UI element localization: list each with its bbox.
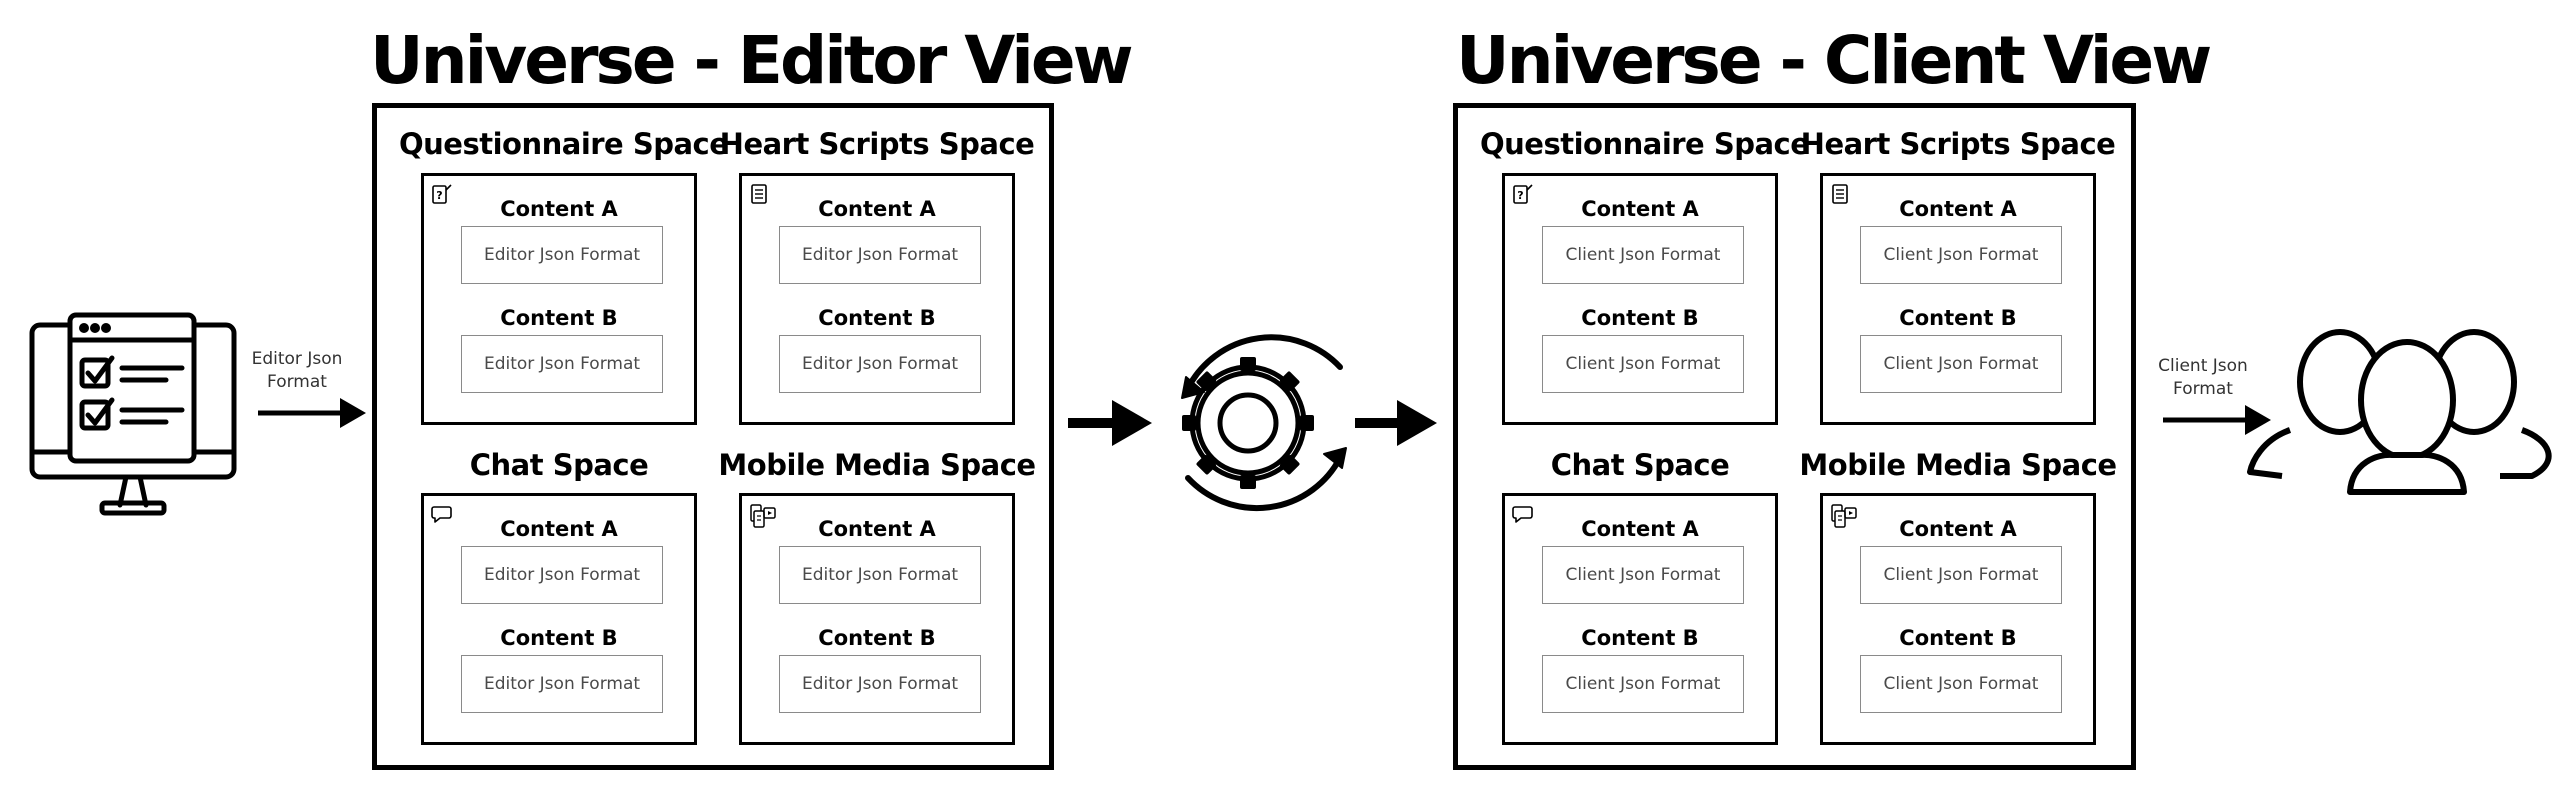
content-b-format: Editor Json Format [779,655,981,713]
content-a-format: Client Json Format [1542,226,1744,284]
content-a-format: Client Json Format [1860,546,2062,604]
content-b-label: Content B [1899,306,2017,330]
client-mobile-media-space: Content A Client Json Format Content B C… [1820,493,2096,745]
content-b-format: Client Json Format [1542,655,1744,713]
editor-heart-scripts-space: Content A Editor Json Format Content B E… [739,173,1015,425]
input-arrow-label: Editor Json Format [232,348,362,394]
content-b-format: Editor Json Format [779,335,981,393]
content-a-label: Content A [500,197,618,221]
content-b-label: Content B [818,626,936,650]
editor-questionnaire-space: ? Content A Editor Json Format Content B… [421,173,697,425]
content-a-label: Content A [1581,197,1699,221]
content-b-format: Client Json Format [1860,655,2062,713]
client-questionnaire-space-title: Questionnaire Space [1480,127,1810,161]
users-group-icon [2247,329,2552,495]
chat-bubble-icon [1512,506,1533,523]
client-questionnaire-space: ? Content A Client Json Format Content B… [1502,173,1778,425]
script-document-icon [751,184,767,204]
script-document-icon [1832,184,1848,204]
client-heart-scripts-space-title: Heart Scripts Space [1800,127,2116,161]
editor-mobile-media-space: Content A Editor Json Format Content B E… [739,493,1015,745]
content-b-format: Client Json Format [1542,335,1744,393]
content-b-format: Editor Json Format [461,335,663,393]
content-a-label: Content A [1899,197,2017,221]
editor-heart-scripts-space-title: Heart Scripts Space [719,127,1035,161]
input-arrow-label-line2: Format [267,372,327,392]
content-b-label: Content B [818,306,936,330]
content-b-label: Content B [1581,306,1699,330]
content-a-label: Content A [1581,517,1699,541]
client-chat-space: Content A Client Json Format Content B C… [1502,493,1778,745]
content-b-format: Editor Json Format [461,655,663,713]
content-a-format: Editor Json Format [461,546,663,604]
chat-bubble-icon [431,506,452,523]
content-b-label: Content B [1899,626,2017,650]
content-a-format: Client Json Format [1860,226,2062,284]
mobile-media-icon [1831,504,1857,528]
editor-to-processor-arrow [1068,400,1152,446]
content-b-format: Client Json Format [1860,335,2062,393]
content-b-label: Content B [500,626,618,650]
content-a-label: Content A [500,517,618,541]
editor-universe-title: Universe - Editor View [370,22,1134,99]
client-universe-title: Universe - Client View [1456,22,2212,99]
input-arrow [258,398,366,428]
output-arrow-label-line2: Format [2173,379,2233,399]
editor-chat-space-title: Chat Space [469,448,649,482]
questionnaire-icon: ? [1513,184,1533,204]
content-a-label: Content A [1899,517,2017,541]
content-a-format: Editor Json Format [461,226,663,284]
output-arrow [2163,405,2271,435]
client-mobile-media-space-title: Mobile Media Space [1799,448,2117,482]
processor-to-client-arrow [1355,400,1437,446]
content-a-format: Editor Json Format [779,546,981,604]
mobile-media-icon [750,504,776,528]
content-b-label: Content B [1581,626,1699,650]
content-a-format: Editor Json Format [779,226,981,284]
input-arrow-label-line1: Editor Json [251,349,343,369]
svg-text:?: ? [436,189,442,202]
gear-sync-icon [1181,334,1347,512]
client-chat-space-title: Chat Space [1550,448,1730,482]
editor-chat-space: Content A Editor Json Format Content B E… [421,493,697,745]
content-b-label: Content B [500,306,618,330]
editor-questionnaire-space-title: Questionnaire Space [399,127,729,161]
editor-monitor-checklist-icon [29,312,237,516]
client-heart-scripts-space: Content A Client Json Format Content B C… [1820,173,2096,425]
content-a-format: Client Json Format [1542,546,1744,604]
editor-mobile-media-space-title: Mobile Media Space [718,448,1036,482]
output-arrow-label-line1: Client Json [2158,356,2248,376]
content-a-label: Content A [818,517,936,541]
content-a-label: Content A [818,197,936,221]
output-arrow-label: Client Json Format [2138,355,2268,401]
questionnaire-icon: ? [432,184,452,204]
svg-text:?: ? [1517,189,1523,202]
